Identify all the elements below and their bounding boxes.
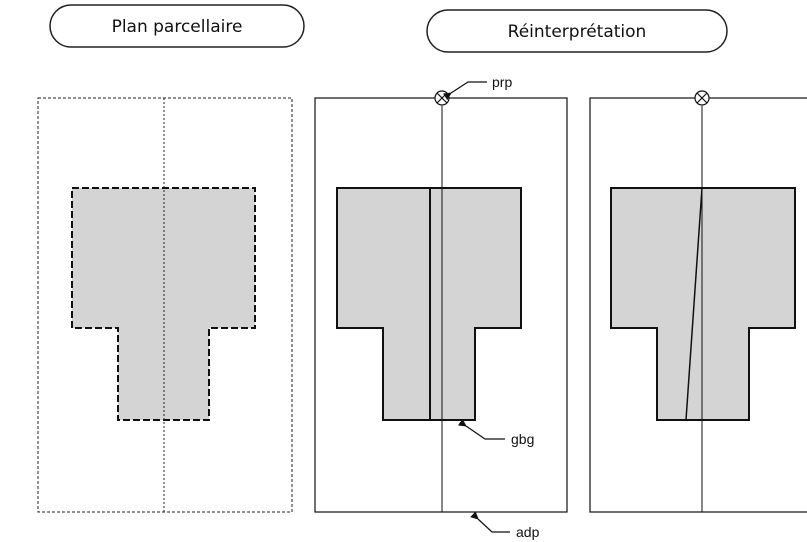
adp-label: adp bbox=[516, 524, 540, 540]
header-right-label: Réinterprétation bbox=[508, 22, 647, 42]
prp-leader-arrow bbox=[442, 81, 487, 101]
prp-point-icon bbox=[434, 90, 450, 106]
callout-gbg: gbg bbox=[457, 418, 534, 447]
header-left-pill bbox=[49, 4, 305, 48]
building-diagonal-split-line bbox=[685, 187, 703, 421]
panel-plan-parcellaire bbox=[37, 97, 293, 513]
prp-label: prp bbox=[492, 74, 512, 90]
building-footprint-2 bbox=[610, 187, 796, 421]
callout-adp: adp bbox=[470, 511, 540, 540]
callout-prp: prp bbox=[442, 74, 512, 101]
gbg-leader-arrow bbox=[457, 418, 505, 440]
parcel-boundary-dashed bbox=[37, 97, 293, 513]
header-left: Plan parcellaire bbox=[49, 4, 305, 48]
parcel-boundary-2 bbox=[589, 97, 807, 513]
adp-leader-arrow bbox=[470, 511, 510, 533]
panel-reinterpretation-1 bbox=[314, 90, 568, 513]
panel-reinterpretation-2 bbox=[589, 90, 807, 513]
header-right: Réinterprétation bbox=[426, 9, 728, 53]
gbg-label: gbg bbox=[511, 431, 534, 447]
header-left-label: Plan parcellaire bbox=[112, 17, 243, 37]
prp-point-icon-2 bbox=[694, 90, 710, 106]
header-right-pill bbox=[426, 9, 728, 53]
